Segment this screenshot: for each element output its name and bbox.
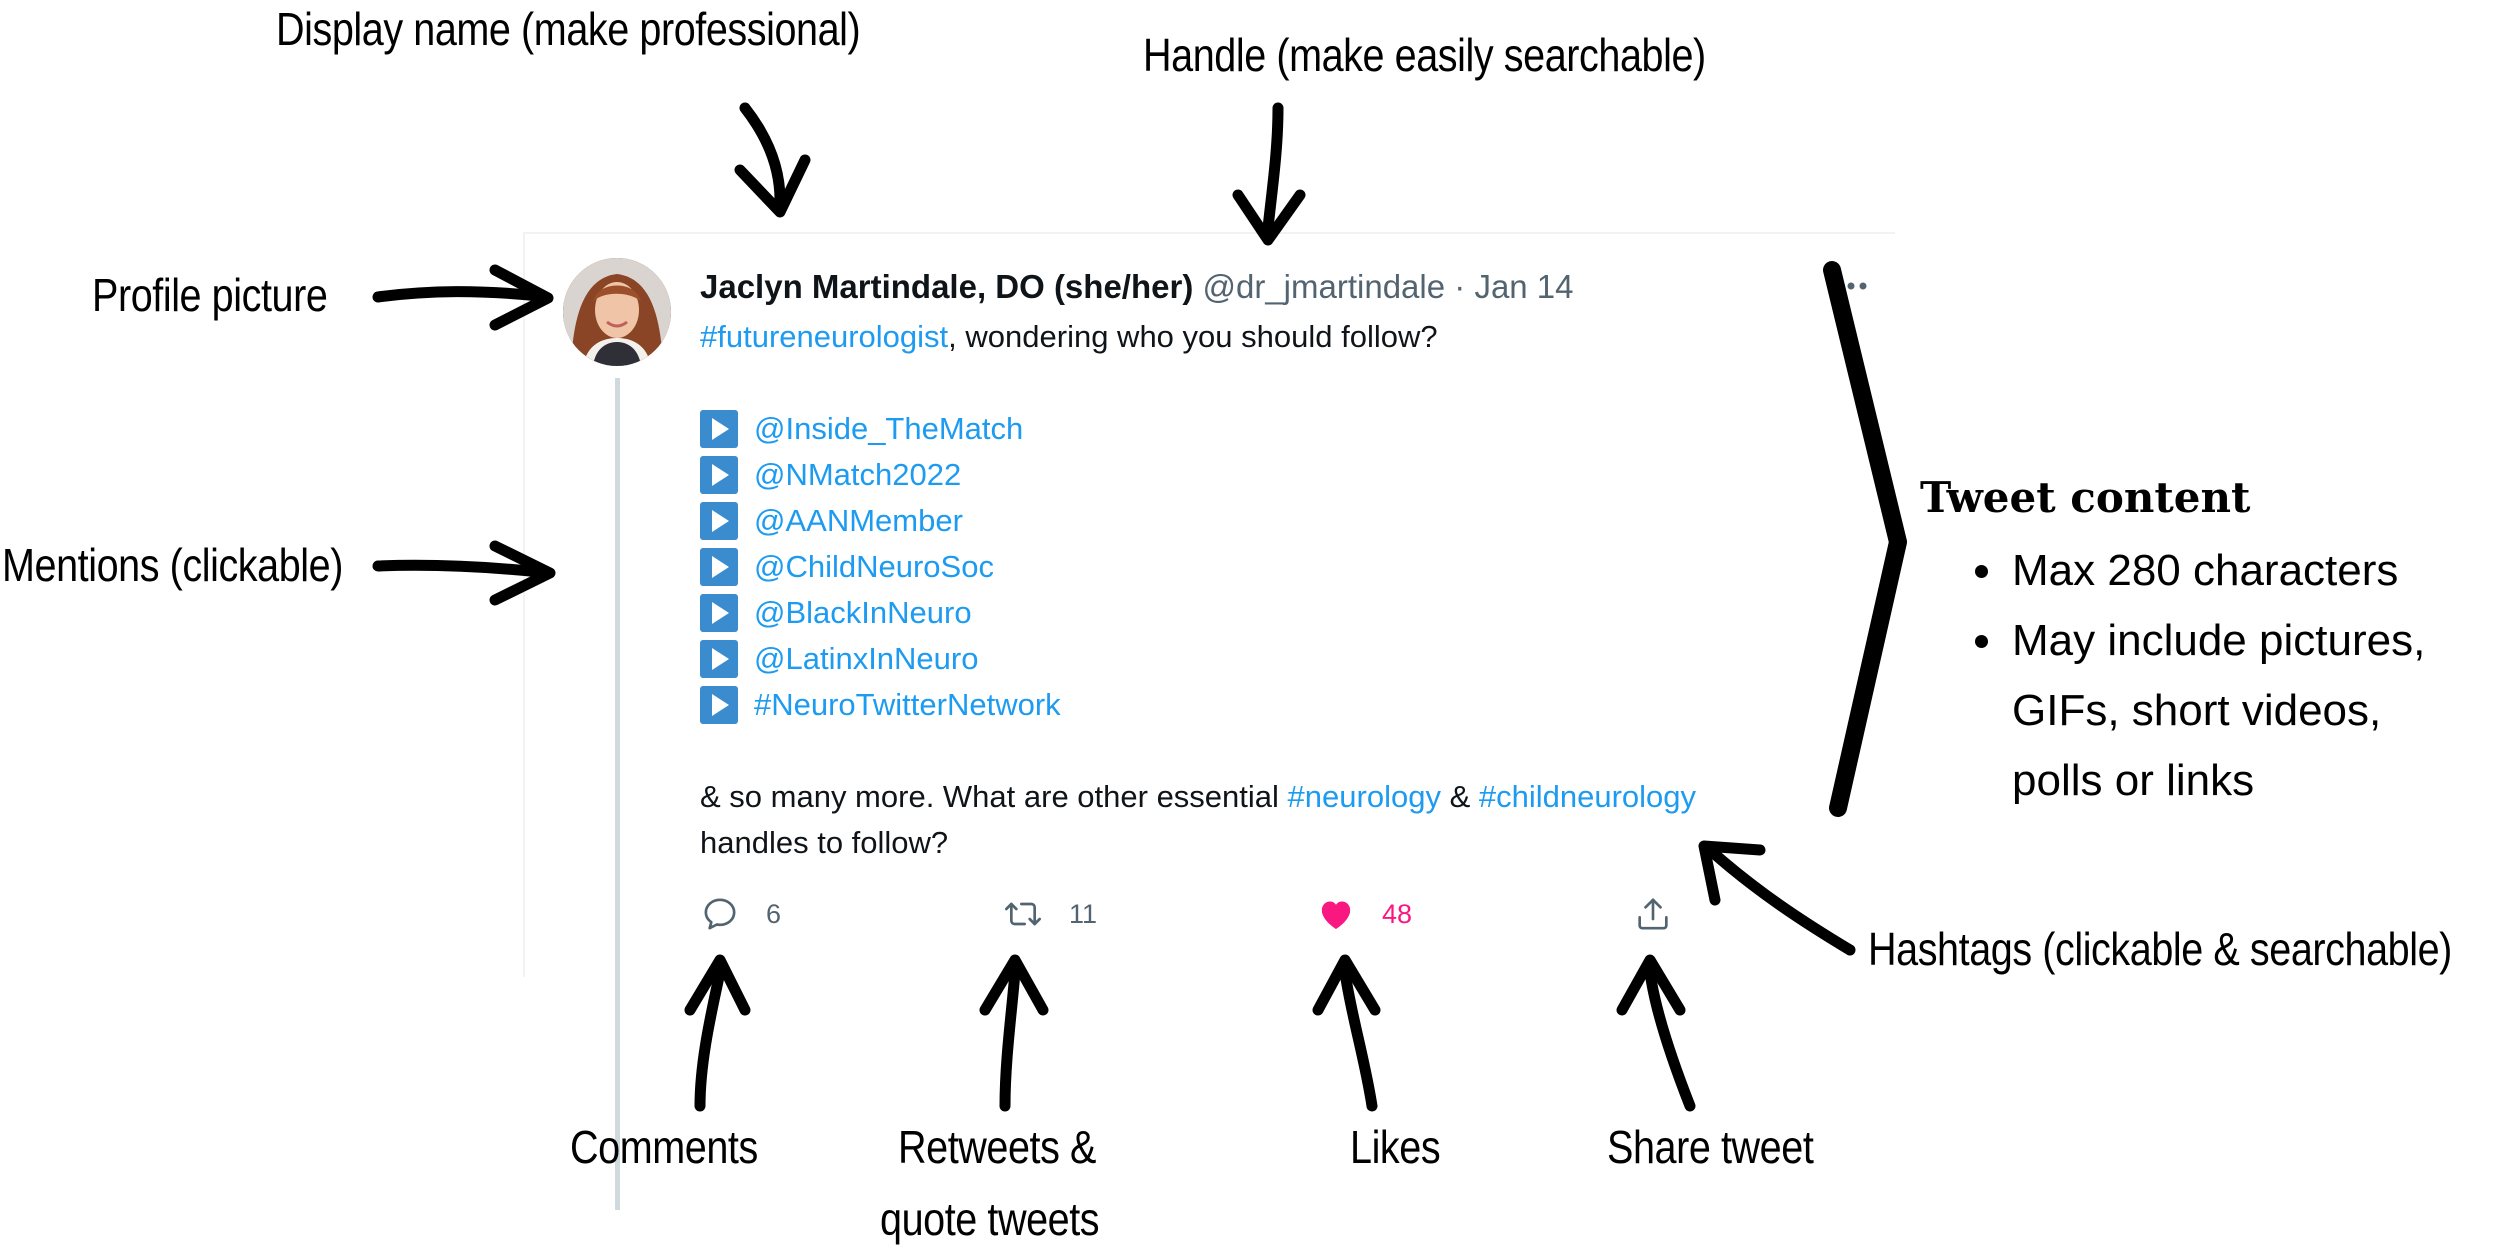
retweet-icon xyxy=(1005,902,1041,926)
tweet-content-annotation: Tweet content Max 280 characters May inc… xyxy=(1920,473,2480,816)
share-button[interactable] xyxy=(1633,890,1699,938)
closing-text: handles to follow? xyxy=(700,825,949,860)
tweet-header: Jaclyn Martindale, DO (she/her) @dr_jmar… xyxy=(700,268,1574,306)
comments-annotation: Comments xyxy=(570,1121,758,1173)
mention-link[interactable]: @BlackInNeuro xyxy=(754,595,972,630)
like-button[interactable]: 48 xyxy=(1316,890,1412,938)
tweet-content-list: Max 280 characters May include pictures,… xyxy=(1920,536,2480,816)
mentions-annotation: Mentions (clickable) xyxy=(2,539,343,591)
tweet-card[interactable]: Jaclyn Martindale, DO (she/her) @dr_jmar… xyxy=(523,232,1895,1210)
closing-line: & so many more. What are other essential… xyxy=(700,774,1860,820)
share-icon xyxy=(1638,898,1668,930)
mention-row: @ChildNeuroSoc xyxy=(700,544,1860,590)
thread-line xyxy=(615,378,620,1210)
play-button-emoji-icon xyxy=(700,502,738,540)
mention-link[interactable]: @ChildNeuroSoc xyxy=(754,549,994,584)
card-border xyxy=(523,232,525,977)
play-button-emoji-icon xyxy=(700,410,738,448)
play-button-emoji-icon xyxy=(700,686,738,724)
closing-amp: & xyxy=(1440,779,1479,814)
retweet-count: 11 xyxy=(1069,898,1098,929)
reply-count: 6 xyxy=(766,898,782,929)
profile-picture-annotation: Profile picture xyxy=(92,269,328,321)
hashtag-link[interactable]: #childneurology xyxy=(1478,779,1697,814)
avatar[interactable] xyxy=(563,258,671,366)
share-annotation: Share tweet xyxy=(1607,1121,1814,1173)
play-button-emoji-icon xyxy=(700,594,738,632)
tweet-date[interactable]: Jan 14 xyxy=(1474,268,1574,305)
mention-row: #NeuroTwitterNetwork xyxy=(700,682,1860,728)
blank-line xyxy=(700,360,1860,406)
intro-line: #futureneurologist, wondering who you sh… xyxy=(700,314,1860,360)
hashtag-link[interactable]: #futureneurologist xyxy=(700,319,949,354)
tweet-text: #futureneurologist, wondering who you sh… xyxy=(700,314,1860,866)
tweet-content-bullet: May include pictures, GIFs, short videos… xyxy=(2008,606,2480,816)
hashtag-link[interactable]: #NeuroTwitterNetwork xyxy=(754,687,1061,722)
mention-row: @BlackInNeuro xyxy=(700,590,1860,636)
tweet-content-title: Tweet content xyxy=(1920,473,2251,522)
display-name[interactable]: Jaclyn Martindale, DO (she/her) xyxy=(700,268,1194,305)
mention-link[interactable]: @Inside_TheMatch xyxy=(754,411,1024,446)
retweets-annotation: quote tweets xyxy=(880,1193,1100,1245)
comment-icon xyxy=(704,898,736,930)
handle[interactable]: @dr_jmartindale xyxy=(1202,268,1446,305)
hashtags-annotation: Hashtags (clickable & searchable) xyxy=(1868,923,2452,975)
closing-text: & so many more. What are other essential xyxy=(700,779,1288,814)
avatar-photo xyxy=(563,258,671,366)
mention-row: @AANMember xyxy=(700,498,1860,544)
play-button-emoji-icon xyxy=(700,548,738,586)
blank-line xyxy=(700,728,1860,774)
mention-link[interactable]: @AANMember xyxy=(754,503,963,538)
reply-button[interactable]: 6 xyxy=(700,890,781,938)
play-button-emoji-icon xyxy=(700,456,738,494)
mention-link[interactable]: @NMatch2022 xyxy=(754,457,962,492)
retweet-button[interactable]: 11 xyxy=(1003,890,1097,938)
likes-annotation: Likes xyxy=(1350,1121,1441,1173)
closing-line: handles to follow? xyxy=(700,820,1860,866)
mention-row: @LatinxInNeuro xyxy=(700,636,1860,682)
handle-annotation: Handle (make easily searchable) xyxy=(1143,29,1706,81)
display-name-annotation: Display name (make professional) xyxy=(276,3,861,55)
play-button-emoji-icon xyxy=(700,640,738,678)
mention-row: @Inside_TheMatch xyxy=(700,406,1860,452)
tweet-content-bullet: Max 280 characters xyxy=(2008,536,2480,606)
intro-text: , wondering who you should follow? xyxy=(948,319,1438,354)
mention-row: @NMatch2022 xyxy=(700,452,1860,498)
heart-icon xyxy=(1321,901,1351,929)
card-border xyxy=(523,232,1895,234)
hashtag-link[interactable]: #neurology xyxy=(1287,779,1441,814)
mention-link[interactable]: @LatinxInNeuro xyxy=(754,641,979,676)
more-options-icon[interactable] xyxy=(1841,272,1881,302)
like-count: 48 xyxy=(1382,898,1413,929)
separator: · xyxy=(1454,268,1466,305)
retweets-annotation: Retweets & xyxy=(898,1121,1096,1173)
